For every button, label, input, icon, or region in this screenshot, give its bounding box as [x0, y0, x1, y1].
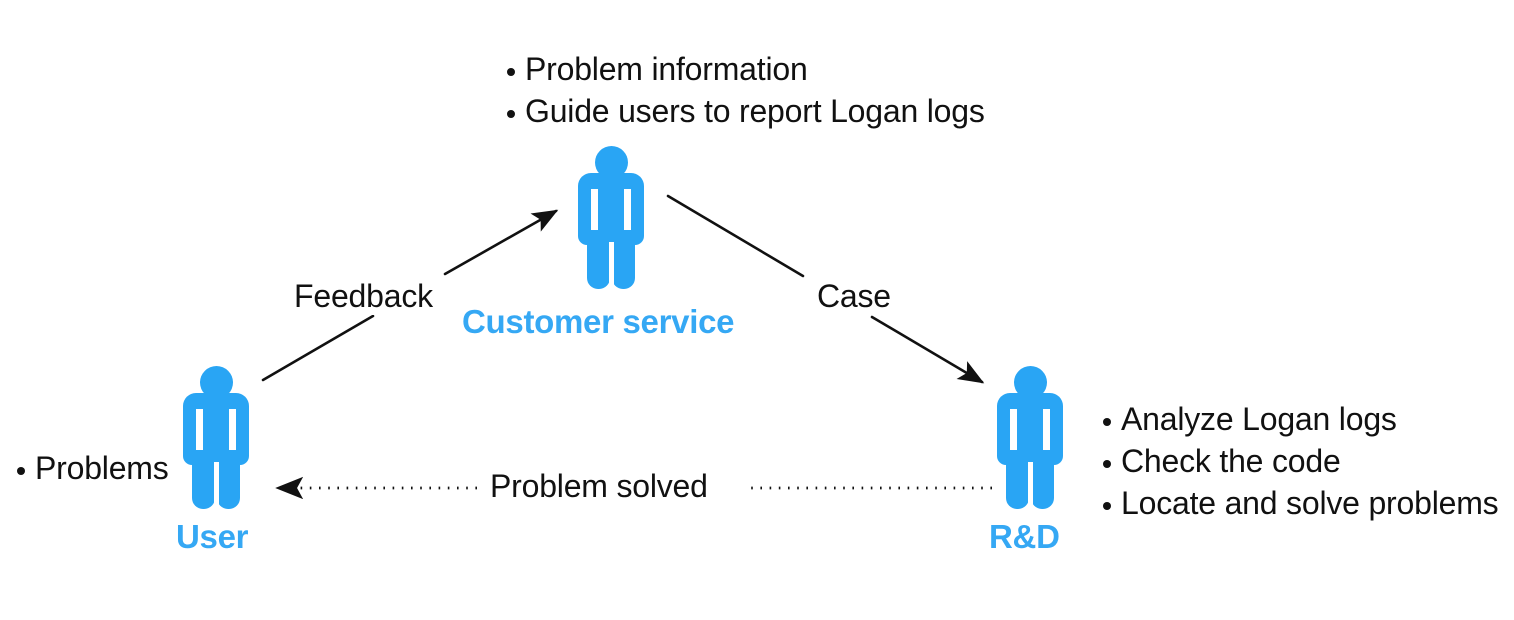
person-icon-user — [183, 366, 249, 509]
person-leg-gap — [1028, 462, 1033, 509]
edge-label-problem-solved: Problem solved — [484, 468, 714, 505]
node-label-rnd: R&D — [989, 518, 1060, 555]
person-arm-gap-left — [196, 409, 203, 466]
note-item: Check the code — [1102, 440, 1498, 482]
person-arm-gap-right — [229, 409, 236, 466]
node-label-user: User — [176, 518, 249, 555]
note-item: Guide users to report Logan logs — [506, 90, 985, 132]
person-icon-rnd — [997, 366, 1063, 509]
edge-label-case: Case — [811, 278, 897, 315]
person-arm-gap-right — [624, 189, 631, 246]
note-item: Analyze Logan logs — [1102, 398, 1498, 440]
person-arm-gap-right — [1043, 409, 1050, 466]
edge-case — [666, 194, 985, 384]
node-label-customer-service: Customer service — [462, 303, 735, 340]
person-leg-right — [612, 230, 635, 289]
note-item: Locate and solve problems — [1102, 482, 1499, 524]
rnd-notes: Analyze Logan logs Check the code Locate… — [1102, 398, 1499, 524]
user-notes: Problems — [16, 447, 169, 489]
person-arm-gap-left — [591, 189, 598, 246]
edge-feedback — [261, 209, 559, 382]
note-item: Problem information — [506, 48, 985, 90]
person-leg-gap — [609, 242, 614, 289]
person-icon-customer-service — [578, 146, 644, 289]
person-leg-left — [192, 450, 215, 509]
person-arm-gap-left — [1010, 409, 1017, 466]
edge-label-feedback: Feedback — [288, 278, 439, 315]
person-leg-right — [217, 450, 240, 509]
person-leg-left — [587, 230, 610, 289]
note-item: Problems — [16, 447, 169, 489]
person-leg-left — [1006, 450, 1029, 509]
customer-service-notes: Problem information Guide users to repor… — [506, 48, 985, 132]
person-leg-gap — [214, 462, 219, 509]
person-leg-right — [1031, 450, 1054, 509]
